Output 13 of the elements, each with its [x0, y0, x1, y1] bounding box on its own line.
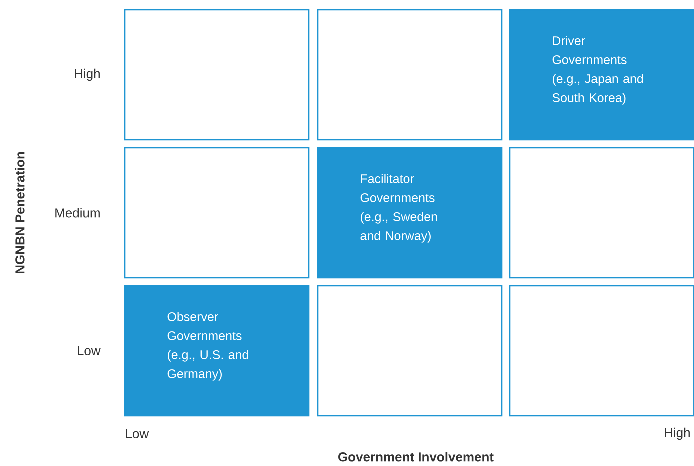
axis-tick-label: Low [126, 429, 150, 439]
quadrant-box: Observer Governments (e.g., U.S. and Germany) [124, 285, 310, 417]
quadrant-box [124, 9, 310, 141]
axis-title: NGNBN Penetration [15, 152, 25, 274]
quadrant-box [124, 147, 310, 279]
quadrant-box [317, 9, 503, 141]
quadrant-box [509, 285, 694, 417]
quadrant-box [509, 147, 694, 279]
quadrant-box: Driver Governments (e.g., Japan and South Korea) [509, 9, 694, 141]
axis-tick-label: Low [78, 346, 101, 356]
axis-title: Government Involvement [338, 452, 494, 462]
quadrant-box: Facilitator Governments (e.g., Sweden and Norway) [317, 147, 503, 279]
quadrant-box [317, 285, 503, 417]
